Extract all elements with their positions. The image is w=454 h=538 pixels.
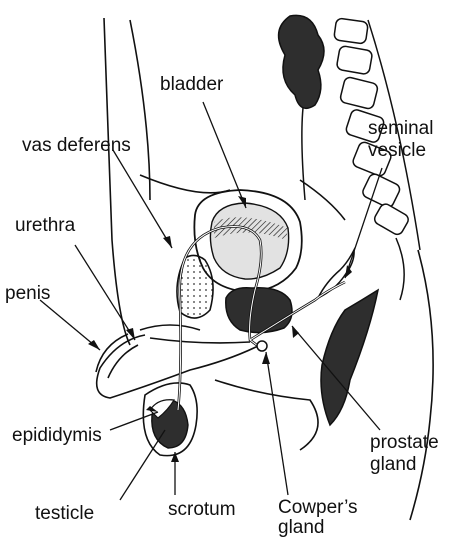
label-seminal-vesicle-line2: vesicle [368, 140, 426, 161]
label-prostate-gland-line2: gland [370, 454, 417, 475]
label-testicle: testicle [35, 503, 94, 524]
label-bladder: bladder [160, 74, 223, 95]
label-scrotum: scrotum [168, 499, 236, 520]
rectum-colon [279, 15, 378, 425]
cowpers-gland-organ [257, 341, 267, 351]
prostate-organ [226, 288, 292, 333]
label-epididymis: epididymis [12, 425, 102, 446]
label-vas-deferens: vas deferens [22, 135, 131, 156]
bladder-organ [194, 190, 301, 292]
penis-organ [96, 334, 260, 398]
label-penis: penis [5, 283, 50, 304]
scrotum-organ [143, 383, 197, 456]
label-cowpers-gland-line1: Cowper’s [278, 497, 358, 518]
label-cowpers-gland-line2: gland [278, 517, 325, 538]
label-seminal-vesicle-line1: seminal [368, 118, 433, 139]
label-urethra: urethra [15, 215, 75, 236]
label-prostate-gland-line1: prostate [370, 432, 439, 453]
